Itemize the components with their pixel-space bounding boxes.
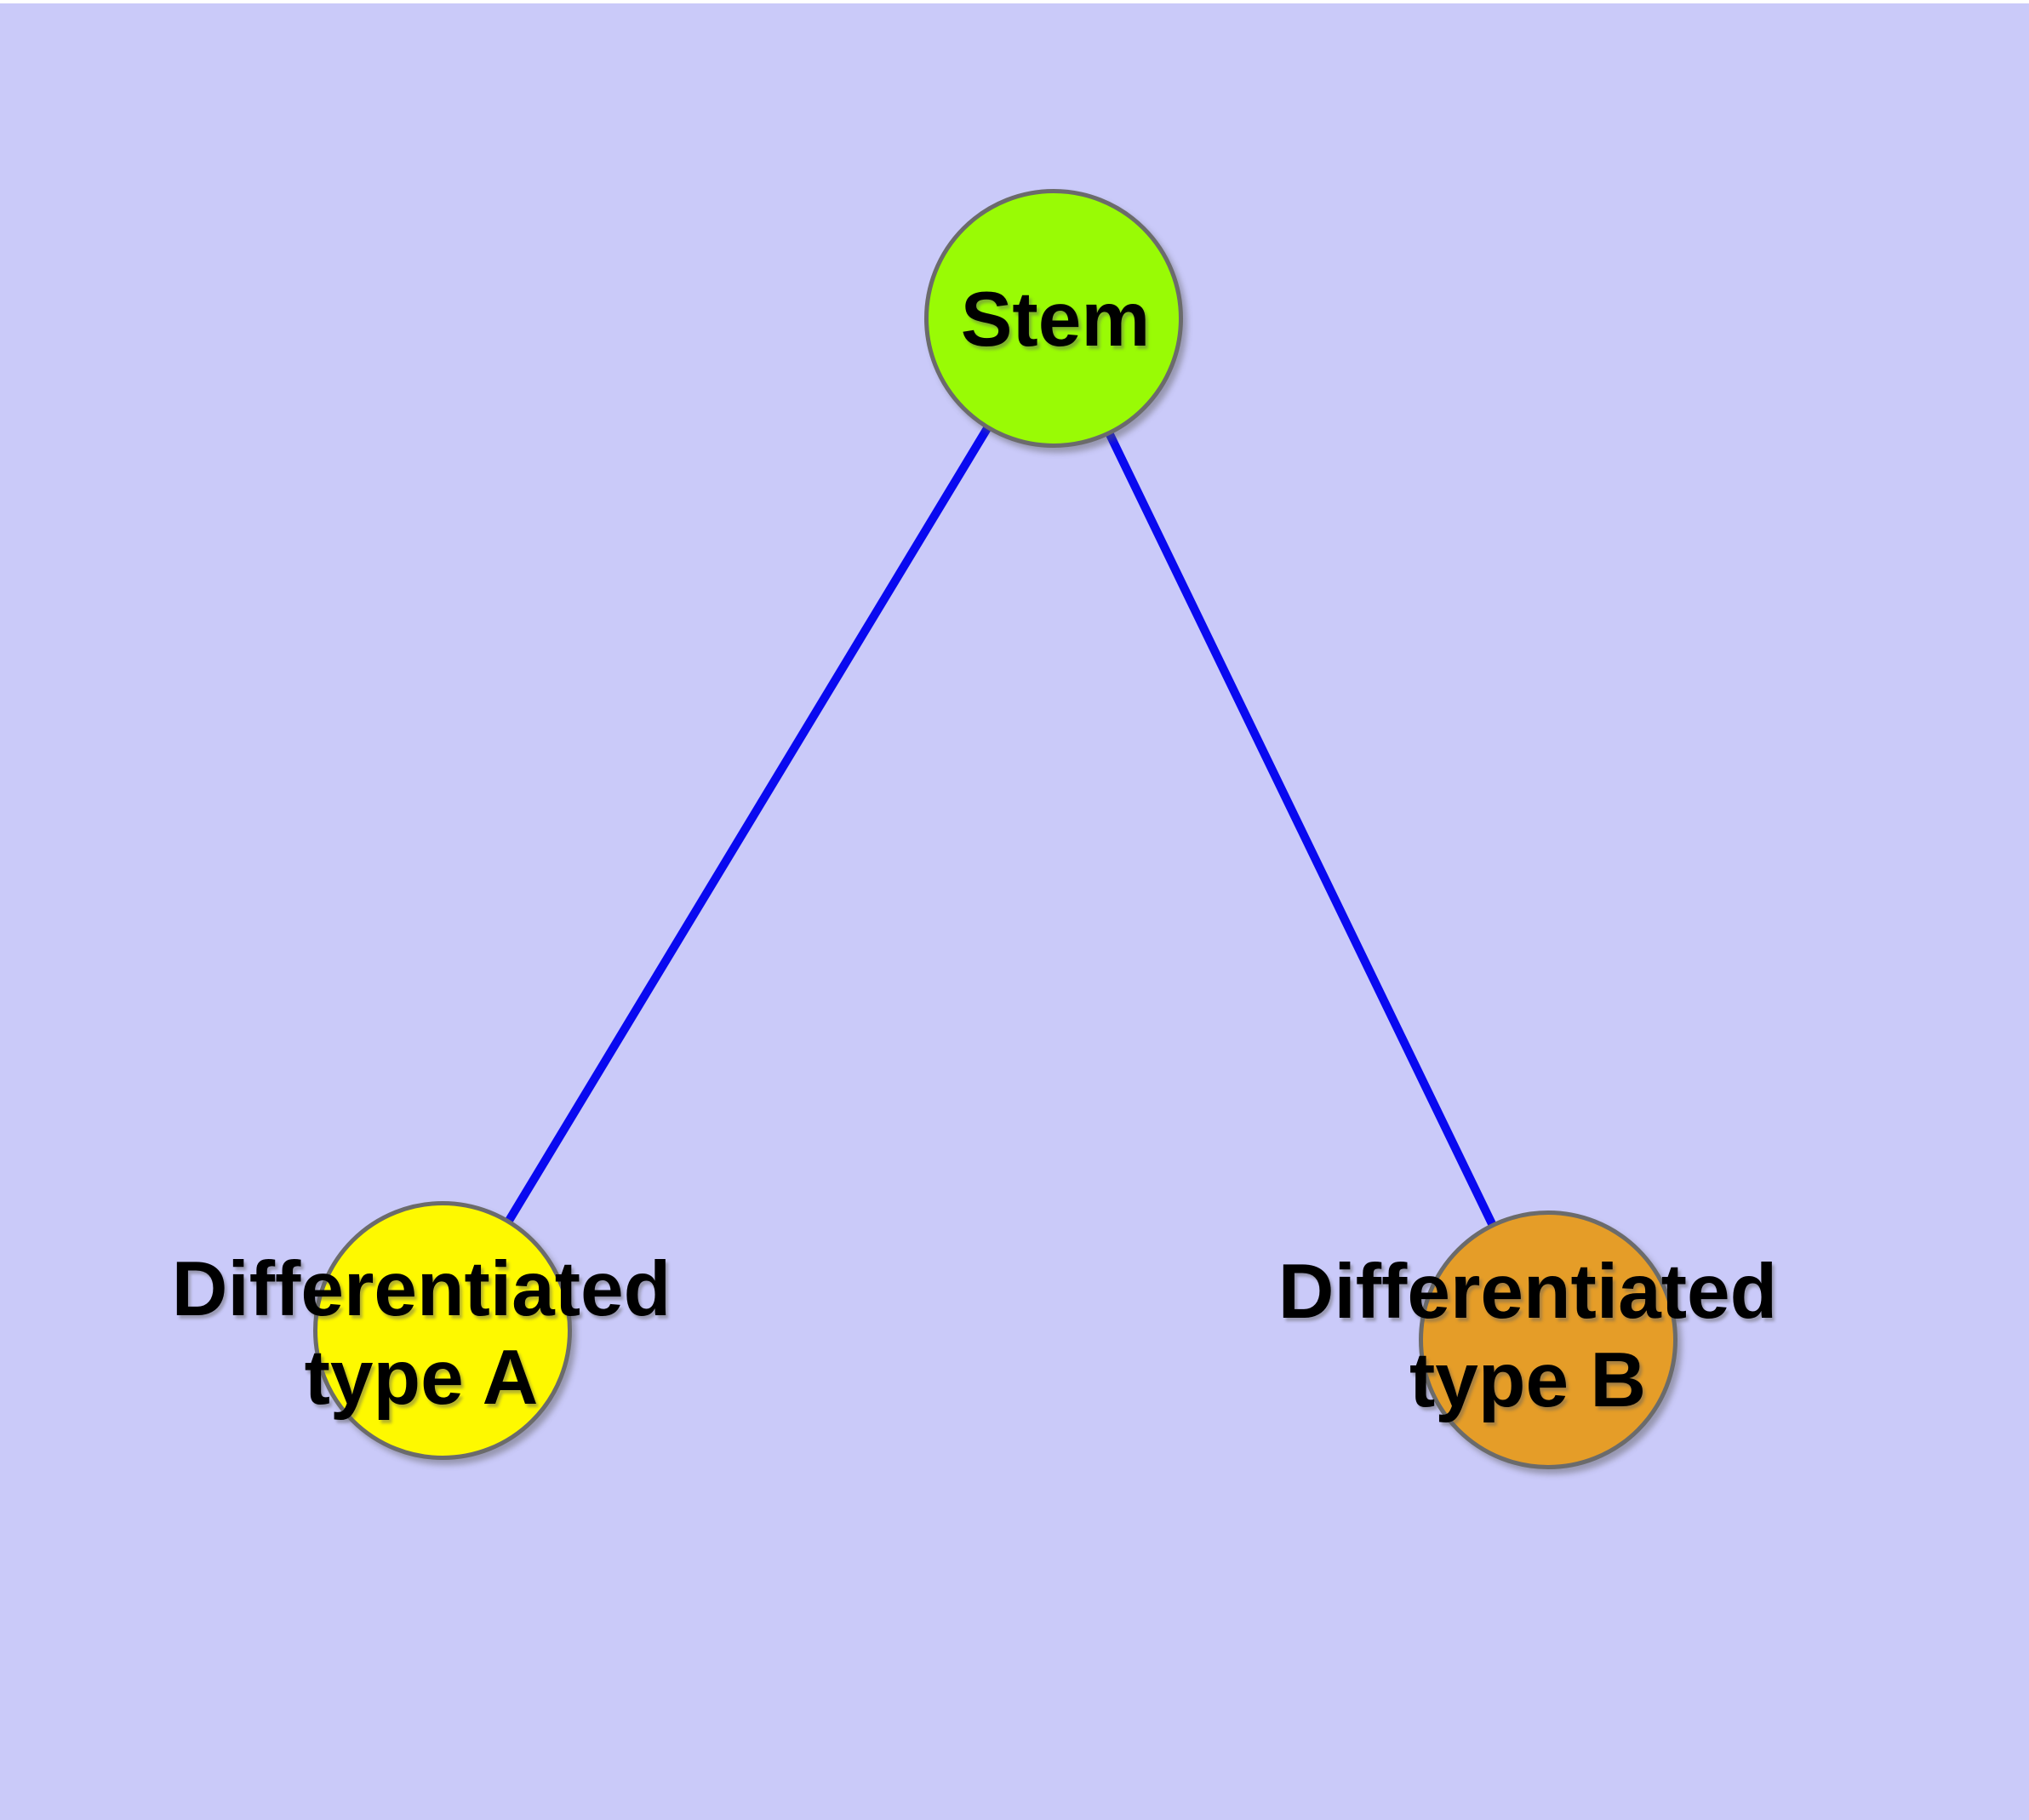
node-differentiated-type-b[interactable] (1419, 1210, 1677, 1469)
edge-stem-to-type-b[interactable] (1049, 316, 1552, 1342)
edge-stem-to-type-a[interactable] (438, 316, 1058, 1333)
top-white-strip (0, 0, 2029, 3)
node-stem[interactable] (924, 189, 1183, 448)
node-differentiated-type-a[interactable] (313, 1201, 572, 1460)
